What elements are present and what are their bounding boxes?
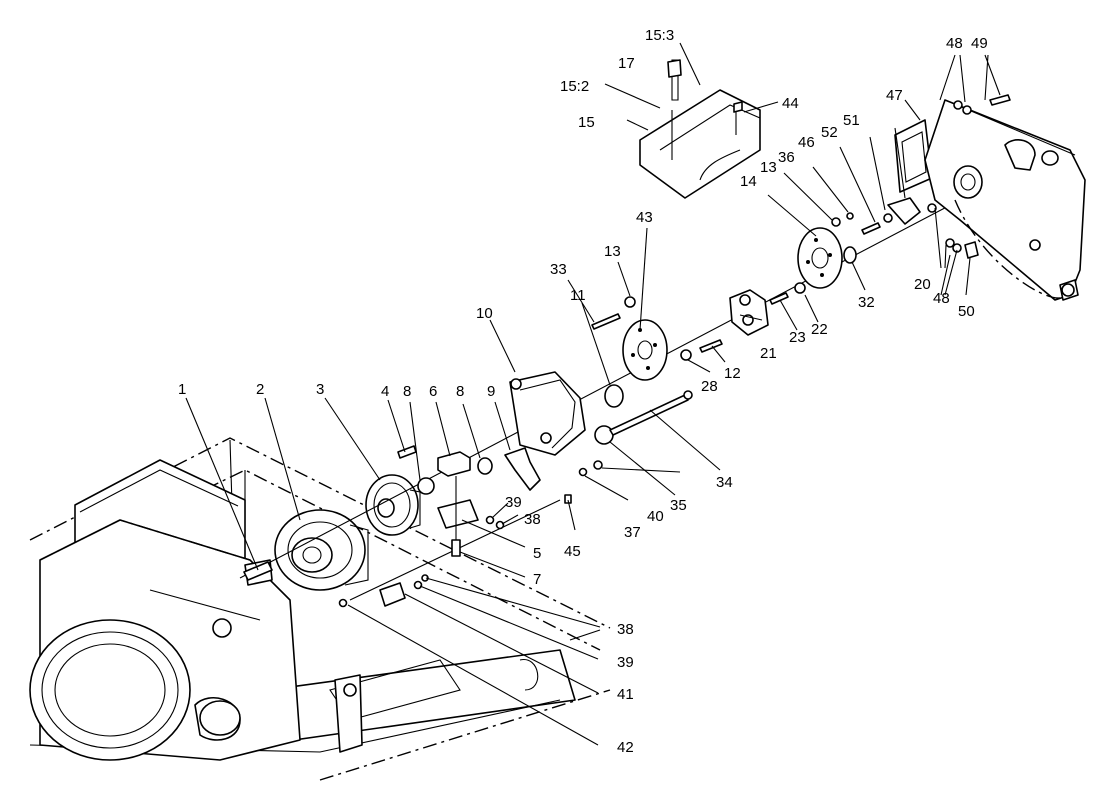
engine	[29, 459, 301, 761]
spacer-part-11	[604, 384, 624, 408]
callout-17: 17	[618, 55, 635, 72]
callout-48-bottom: 48	[933, 290, 950, 307]
bearing-block	[729, 289, 769, 336]
callout-38-lower: 38	[617, 621, 634, 638]
bolt-part-7	[451, 539, 461, 557]
callout-37: 37	[624, 524, 641, 541]
key-part-1	[243, 561, 273, 581]
callout-22: 22	[811, 321, 828, 338]
callout-13-left: 13	[604, 243, 621, 260]
callout-39-upper: 39	[505, 494, 522, 511]
callout-2: 2	[256, 381, 264, 398]
callout-46: 46	[798, 134, 815, 151]
spacer-part-32	[843, 246, 857, 264]
callout-13-right: 13	[760, 159, 777, 176]
bolt-part-45	[564, 494, 572, 504]
bolt-part-46	[861, 222, 881, 235]
callout-15-3: 15:3	[645, 27, 674, 44]
callout-28: 28	[701, 378, 718, 395]
washer-part-52	[883, 213, 893, 223]
gearbox	[924, 99, 1086, 301]
callout-50: 50	[958, 303, 975, 320]
washer-part-28	[680, 349, 692, 361]
callout-43: 43	[636, 209, 653, 226]
callout-labels: 1 2 3 4 8 6 8 9 10 11 33 13 43 14 13 36 …	[178, 27, 988, 756]
callout-8-right: 8	[456, 383, 464, 400]
bracket-part-41	[379, 582, 406, 607]
callout-4: 4	[381, 383, 389, 400]
callout-7: 7	[533, 571, 541, 588]
callout-6: 6	[429, 383, 437, 400]
idler-plate	[509, 371, 586, 456]
callout-52: 52	[821, 124, 838, 141]
callout-41: 41	[617, 686, 634, 703]
callout-5: 5	[533, 545, 541, 562]
callout-34: 34	[716, 474, 733, 491]
callout-39-lower: 39	[617, 654, 634, 671]
callout-40: 40	[647, 508, 664, 525]
belt-guard	[639, 59, 761, 199]
callout-51: 51	[843, 112, 860, 129]
callout-21: 21	[760, 345, 777, 362]
callout-23: 23	[789, 329, 806, 346]
callout-48-top: 48	[946, 35, 963, 52]
washer-part-13b	[831, 217, 841, 227]
bolt-part-34	[609, 394, 689, 436]
bracket-part-5	[437, 499, 479, 529]
washer-part-22	[794, 282, 806, 294]
callout-38-upper: 38	[524, 511, 541, 528]
bracket-part-6	[437, 451, 471, 477]
washer-part-13a	[624, 296, 636, 308]
callout-8-left: 8	[403, 383, 411, 400]
plate-part-51	[887, 197, 921, 225]
washer-part-37	[578, 467, 588, 477]
washer-part-36	[846, 212, 854, 220]
callout-15-2: 15:2	[560, 78, 589, 95]
callout-12: 12	[724, 365, 741, 382]
bolt-part-12	[699, 339, 723, 353]
bushing-part-8-left	[417, 477, 435, 495]
bolt-part-33	[591, 313, 621, 330]
callout-1: 1	[178, 381, 186, 398]
callout-49: 49	[971, 35, 988, 52]
pin-part-4	[397, 445, 417, 459]
callout-45: 45	[564, 543, 581, 560]
flange-disc	[797, 227, 843, 289]
callout-33: 33	[550, 261, 567, 278]
callout-42: 42	[617, 739, 634, 756]
callout-47: 47	[886, 87, 903, 104]
callout-11: 11	[570, 287, 586, 304]
leader-lines	[185, 42, 1001, 746]
washer-part-35	[594, 425, 614, 445]
callout-10: 10	[476, 305, 493, 322]
washer-part-40	[593, 460, 603, 470]
clutch-assembly	[274, 509, 369, 591]
callout-20: 20	[914, 276, 931, 293]
callout-44: 44	[782, 95, 799, 112]
bolt-part-50	[964, 241, 979, 259]
bolt-part-49	[989, 94, 1011, 106]
callout-36: 36	[778, 149, 795, 166]
callout-14: 14	[740, 173, 757, 190]
callout-15: 15	[578, 114, 595, 131]
callout-3: 3	[316, 381, 324, 398]
callout-9: 9	[487, 383, 495, 400]
callout-35: 35	[670, 497, 687, 514]
callout-32: 32	[858, 294, 875, 311]
drive-pulley	[365, 474, 421, 536]
arm-part-9	[504, 447, 541, 491]
bolt-part-23	[769, 292, 789, 305]
bushing-part-8-right	[477, 457, 493, 475]
coupling-disc	[622, 319, 668, 381]
